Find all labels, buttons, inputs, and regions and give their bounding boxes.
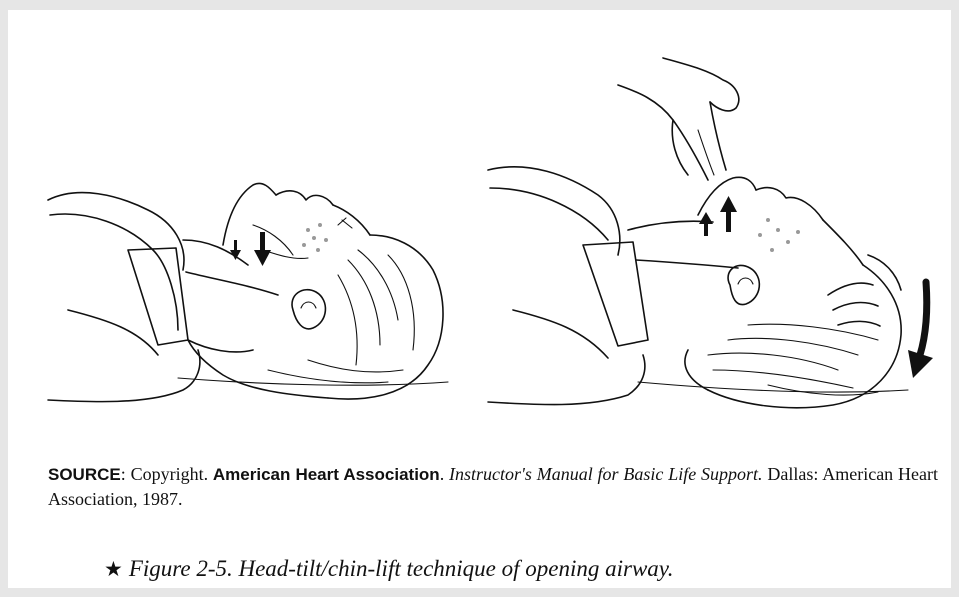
star-icon: ★ bbox=[104, 557, 123, 581]
right-head-figure bbox=[488, 58, 933, 408]
source-citation: SOURCE: Copyright. American Heart Associ… bbox=[48, 462, 938, 512]
left-head-figure bbox=[48, 183, 448, 401]
source-label: SOURCE bbox=[48, 465, 121, 484]
figure-caption: ★Figure 2-5. Head-tilt/chin-lift techniq… bbox=[104, 554, 904, 584]
source-org: American Heart Association bbox=[213, 465, 440, 484]
downward-arrow-icon bbox=[908, 282, 933, 378]
document-page: SOURCE: Copyright. American Heart Associ… bbox=[8, 10, 951, 588]
source-title: Instructor's Manual for Basic Life Suppo… bbox=[449, 464, 763, 484]
source-after-org: . bbox=[440, 464, 449, 484]
downward-arrow-icon bbox=[230, 232, 271, 266]
source-sep: : Copyright. bbox=[121, 464, 213, 484]
caption-text: Figure 2-5. Head-tilt/chin-lift techniqu… bbox=[129, 556, 674, 581]
airway-illustration bbox=[8, 10, 951, 430]
